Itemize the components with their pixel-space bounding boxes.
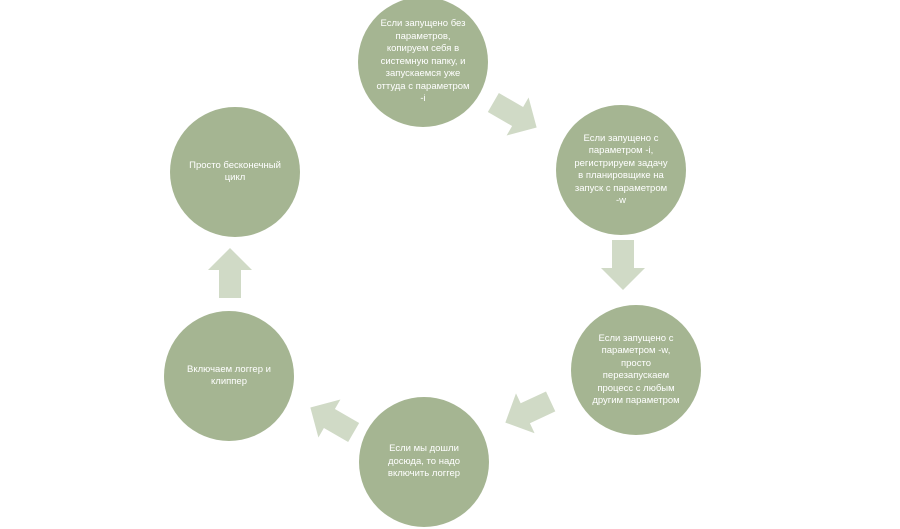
node-text: Если запущено с параметром -i, регистрир… <box>574 132 668 207</box>
node-text: Если запущено с параметром -w, просто пе… <box>592 332 680 407</box>
cycle-node-2: Если запущено с параметром -i, регистрир… <box>556 105 686 235</box>
node-text: Просто бесконечный цикл <box>189 159 281 184</box>
arrow-right-icon <box>487 92 537 136</box>
arrow-down-left-icon <box>505 391 556 434</box>
cycle-node-6: Просто бесконечный цикл <box>170 107 300 237</box>
arrow-up-left-icon <box>310 399 360 443</box>
cycle-node-4: Если мы дошли досюда, то надо включить л… <box>359 397 489 527</box>
cycle-node-3: Если запущено с параметром -w, просто пе… <box>571 305 701 435</box>
node-text: Если запущено без параметров, копируем с… <box>376 18 470 105</box>
arrow-up-icon <box>208 248 252 298</box>
arrow-down-icon <box>601 240 645 290</box>
node-text: Включаем логгер и клиппер <box>187 363 271 388</box>
cycle-node-5: Включаем логгер и клиппер <box>164 311 294 441</box>
node-text: Если мы дошли досюда, то надо включить л… <box>387 443 461 480</box>
cycle-node-1: Если запущено без параметров, копируем с… <box>358 0 488 127</box>
